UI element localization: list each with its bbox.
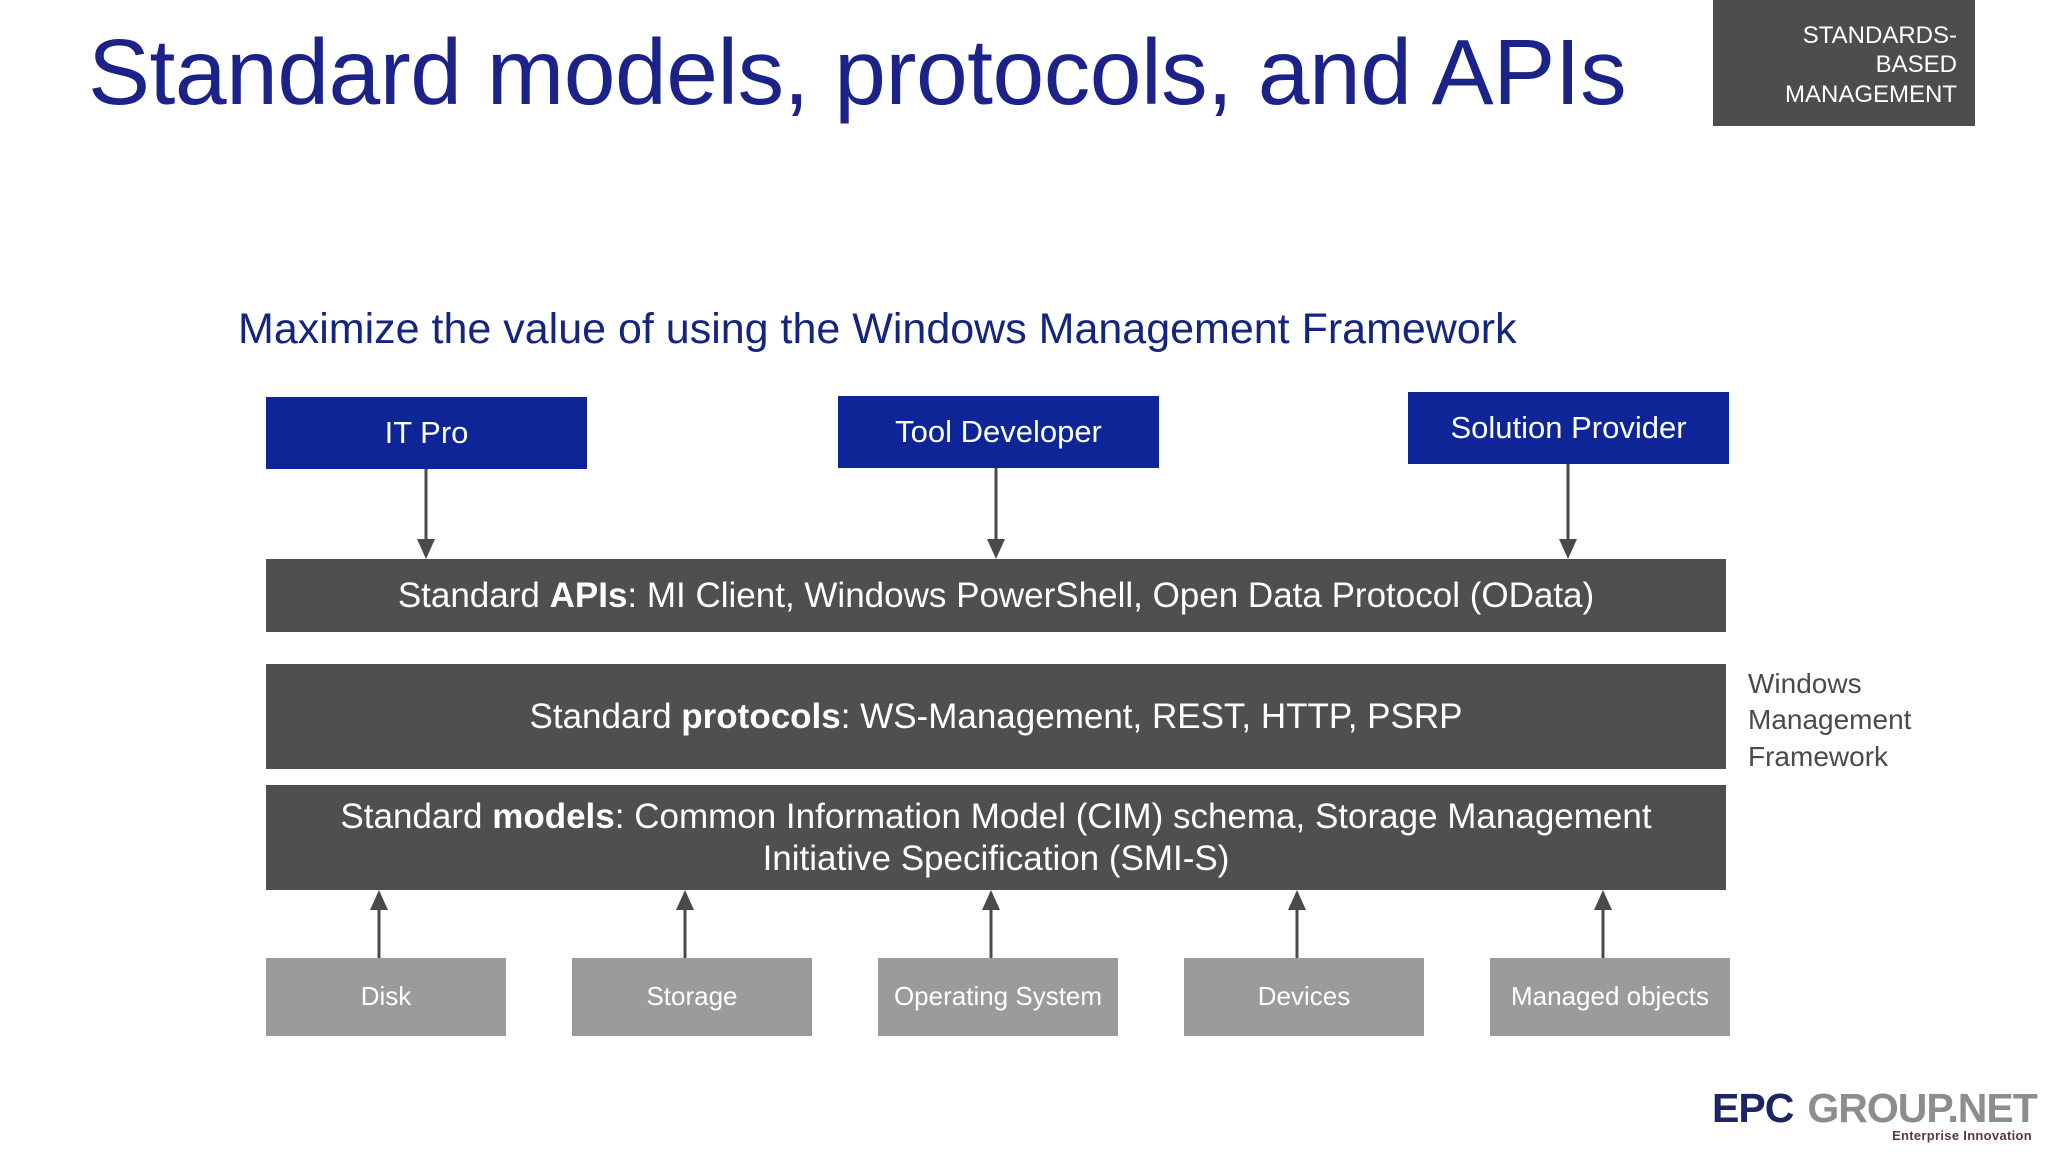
stack-band-prefix: Standard <box>340 797 493 837</box>
source-box-operating-system: Operating System <box>878 958 1118 1036</box>
stack-band-emphasis: protocols <box>681 696 841 736</box>
arrow-down-icon <box>1559 464 1577 559</box>
page-title: Standard models, protocols, and APIs <box>88 20 1627 124</box>
logo-secondary-text: GROUP.NET <box>1807 1085 2037 1131</box>
source-box-storage: Storage <box>572 958 812 1036</box>
role-box-tool-developer: Tool Developer <box>838 396 1159 468</box>
stack-band-suffix: : WS-Management, REST, HTTP, PSRP <box>840 696 1463 736</box>
badge-line-2: BASED <box>1875 51 1957 79</box>
role-box-label: Solution Provider <box>1450 410 1687 445</box>
source-box-label: Operating System <box>893 981 1103 1012</box>
stack-band-emphasis: APIs <box>549 575 628 615</box>
arrow-down-icon <box>417 469 435 559</box>
role-box-label: Tool Developer <box>895 414 1102 449</box>
role-box-solution-provider: Solution Provider <box>1408 392 1729 464</box>
source-box-disk: Disk <box>266 958 506 1036</box>
source-box-managed-objects: Managed objects <box>1490 958 1730 1036</box>
badge-line-1: STANDARDS- <box>1802 22 1957 50</box>
framework-label: Windows Management Framework <box>1748 668 1912 772</box>
logo-primary-text: EPC <box>1712 1085 1794 1131</box>
source-box-label: Devices <box>1257 981 1351 1012</box>
stack-band-protocols: Standard protocols: WS-Management, REST,… <box>266 664 1726 769</box>
stack-band-apis: Standard APIs: MI Client, Windows PowerS… <box>266 559 1726 632</box>
slide-subtitle: Maximize the value of using the Windows … <box>238 305 1517 353</box>
source-box-label: Managed objects <box>1510 981 1710 1012</box>
source-box-label: Storage <box>646 981 738 1012</box>
stack-band-suffix: : Common Information Model (CIM) schema,… <box>614 797 1652 878</box>
badge-line-3: MANAGEMENT <box>1784 80 1957 108</box>
logo-wordmark: EPC GROUP.NET <box>1712 1085 2038 1131</box>
standards-based-management-badge: STANDARDS- BASED MANAGEMENT <box>1713 0 1975 126</box>
role-box-label: IT Pro <box>384 415 469 450</box>
stack-band-suffix: : MI Client, Windows PowerShell, Open Da… <box>627 575 1595 615</box>
stack-band-prefix: Standard <box>397 575 550 615</box>
epc-group-logo: EPC GROUP.NET Enterprise Innovation <box>1712 1085 2038 1147</box>
stack-band-models: Standard models: Common Information Mode… <box>266 785 1726 890</box>
stack-band-prefix: Standard <box>529 696 682 736</box>
stack-band-emphasis: models <box>492 797 615 837</box>
logo-tagline: Enterprise Innovation <box>1892 1128 2032 1143</box>
role-box-it-pro: IT Pro <box>266 397 587 469</box>
source-box-label: Disk <box>360 981 412 1012</box>
arrow-down-icon <box>987 468 1005 559</box>
source-box-devices: Devices <box>1184 958 1424 1036</box>
